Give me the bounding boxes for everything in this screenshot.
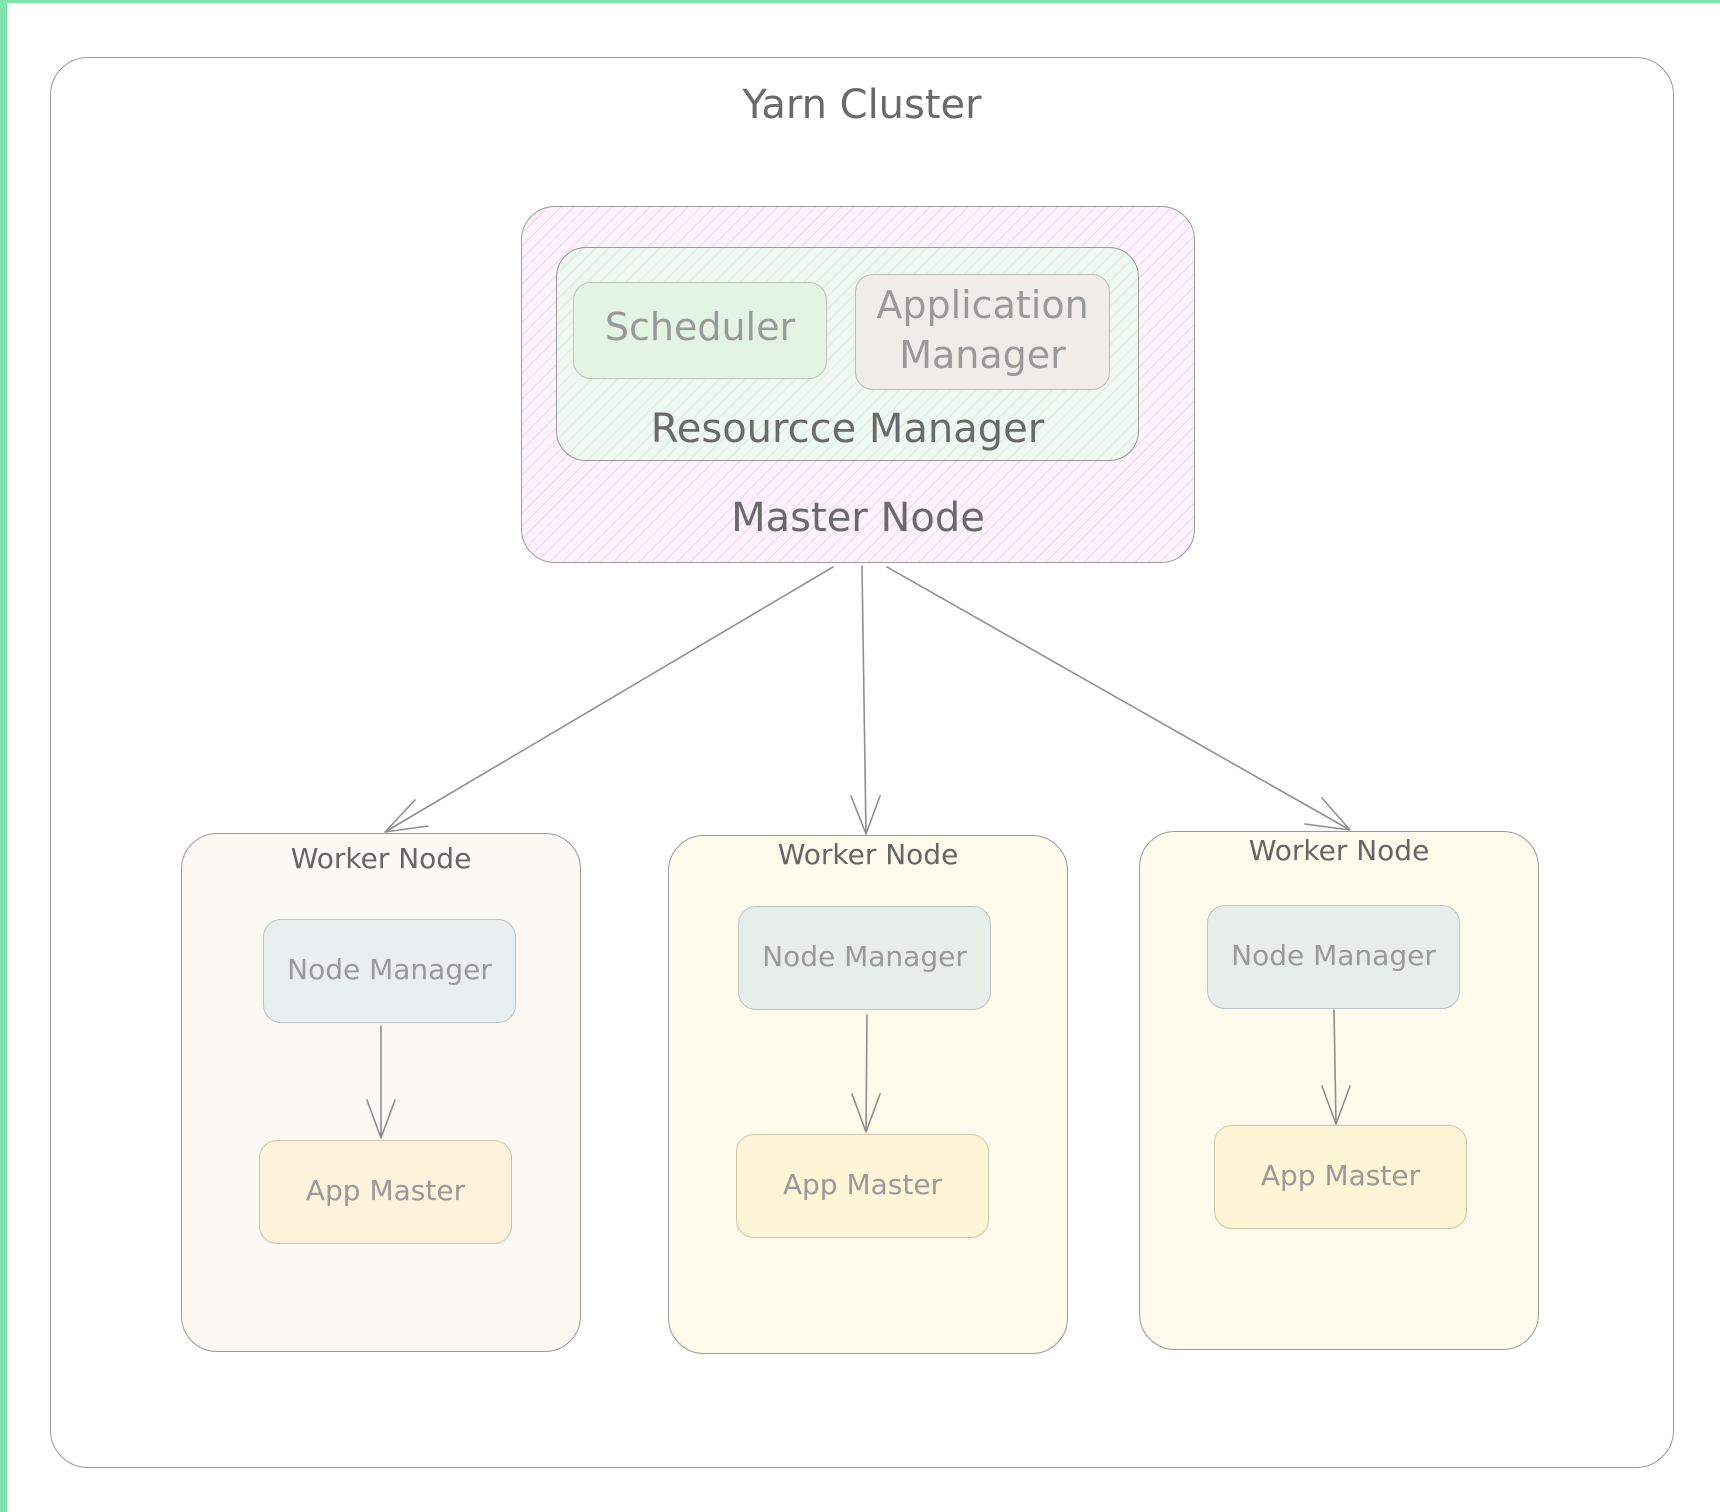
node-manager-2-label: Node Manager bbox=[762, 940, 967, 973]
app-master-2-label: App Master bbox=[782, 1168, 943, 1201]
app-master-2-box bbox=[736, 1134, 989, 1238]
node-manager-2-box bbox=[738, 906, 991, 1010]
scheduler-label: Scheduler bbox=[604, 305, 796, 349]
arrow-master-to-worker-3 bbox=[886, 566, 1351, 831]
left-accent-border bbox=[0, 0, 7, 1512]
worker-node-3-title: Worker Node bbox=[1248, 834, 1430, 867]
yarn-cluster-container bbox=[50, 57, 1674, 1468]
arrow-nm-to-am-1 bbox=[366, 1025, 396, 1139]
worker-node-2-title: Worker Node bbox=[777, 838, 959, 871]
app-master-1-label: App Master bbox=[305, 1174, 466, 1207]
app-master-1-box bbox=[259, 1140, 512, 1244]
arrow-nm-to-am-3 bbox=[1321, 1009, 1351, 1125]
arrow-master-to-worker-2 bbox=[850, 565, 881, 835]
resource-manager-label: Resourcce Manager bbox=[650, 406, 1045, 452]
master-node-label: Master Node bbox=[731, 495, 985, 541]
arrow-master-to-worker-1 bbox=[384, 566, 834, 833]
node-manager-1-label: Node Manager bbox=[287, 953, 492, 986]
arrow-nm-to-am-2 bbox=[851, 1014, 881, 1133]
app-master-3-label: App Master bbox=[1260, 1159, 1421, 1192]
scheduler-box bbox=[573, 282, 827, 379]
app-master-3-box bbox=[1214, 1125, 1467, 1229]
node-manager-3-box bbox=[1207, 905, 1460, 1009]
node-manager-1-box bbox=[263, 919, 516, 1023]
worker-node-1-title: Worker Node bbox=[290, 842, 472, 875]
cluster-title: Yarn Cluster bbox=[742, 82, 982, 128]
application-manager-box bbox=[855, 274, 1110, 390]
node-manager-3-label: Node Manager bbox=[1231, 939, 1436, 972]
top-accent-border bbox=[0, 0, 1720, 3]
application-manager-label: Application Manager bbox=[876, 283, 1089, 377]
